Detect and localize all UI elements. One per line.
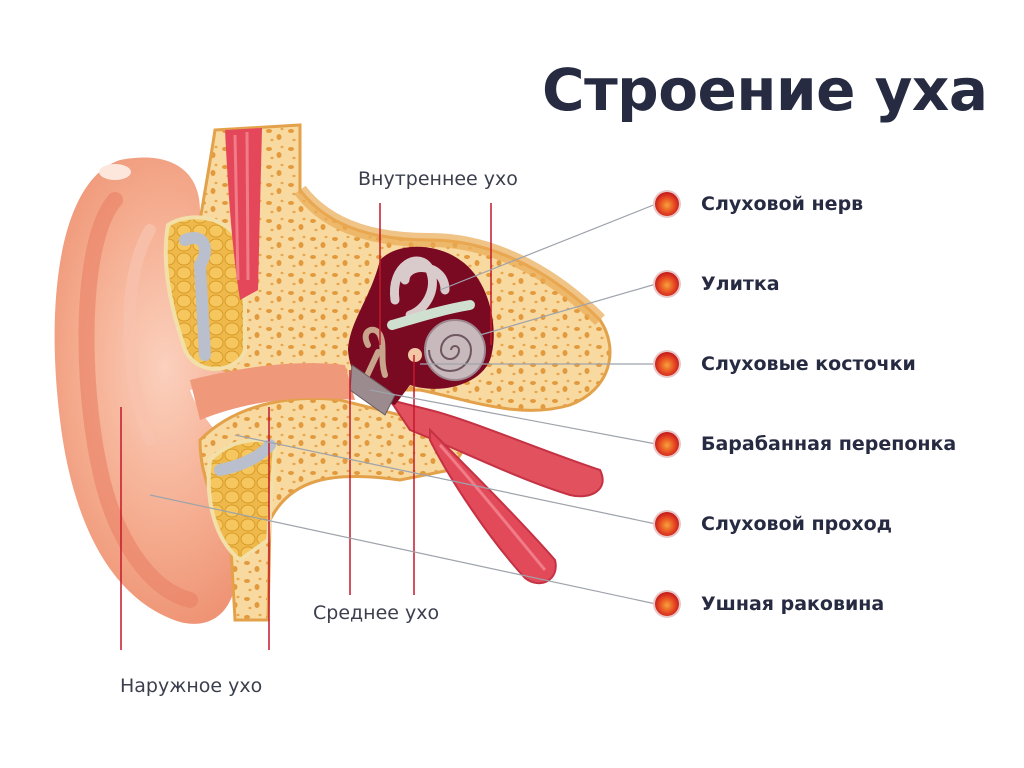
label-text: Барабанная перепонка <box>701 433 957 455</box>
section-label-middle-ear: Среднее ухо <box>313 602 440 624</box>
marker-dot-icon <box>655 352 679 376</box>
marker-dot-icon <box>655 192 679 216</box>
marker-dot-icon <box>655 432 679 456</box>
label-cochlea: Улитка <box>655 272 780 296</box>
label-auricle: Ушная раковина <box>655 592 884 616</box>
marker-dot-icon <box>655 592 679 616</box>
label-text: Слуховые косточки <box>701 353 916 375</box>
leader-lines <box>149 203 657 605</box>
label-text: Слуховой проход <box>701 513 892 535</box>
section-bracket-lines <box>120 203 492 650</box>
auricle-shape <box>54 157 300 624</box>
section-label-inner-ear: Внутреннее ухо <box>358 168 518 190</box>
label-text: Улитка <box>701 273 780 295</box>
label-text: Ушная раковина <box>701 593 885 615</box>
cochlea <box>424 319 486 381</box>
page-title: Строение уха <box>542 56 988 124</box>
marker-dot-icon <box>655 512 679 536</box>
marker-dot-icon <box>655 272 679 296</box>
label-ear-canal: Слуховой проход <box>655 512 892 536</box>
label-auditory-nerve: Слуховой нерв <box>655 192 863 216</box>
section-label-outer-ear: Наружное ухо <box>120 675 263 697</box>
label-ossicles: Слуховые косточки <box>655 352 916 376</box>
label-text: Слуховой нерв <box>701 193 864 215</box>
label-eardrum: Барабанная перепонка <box>655 432 956 456</box>
